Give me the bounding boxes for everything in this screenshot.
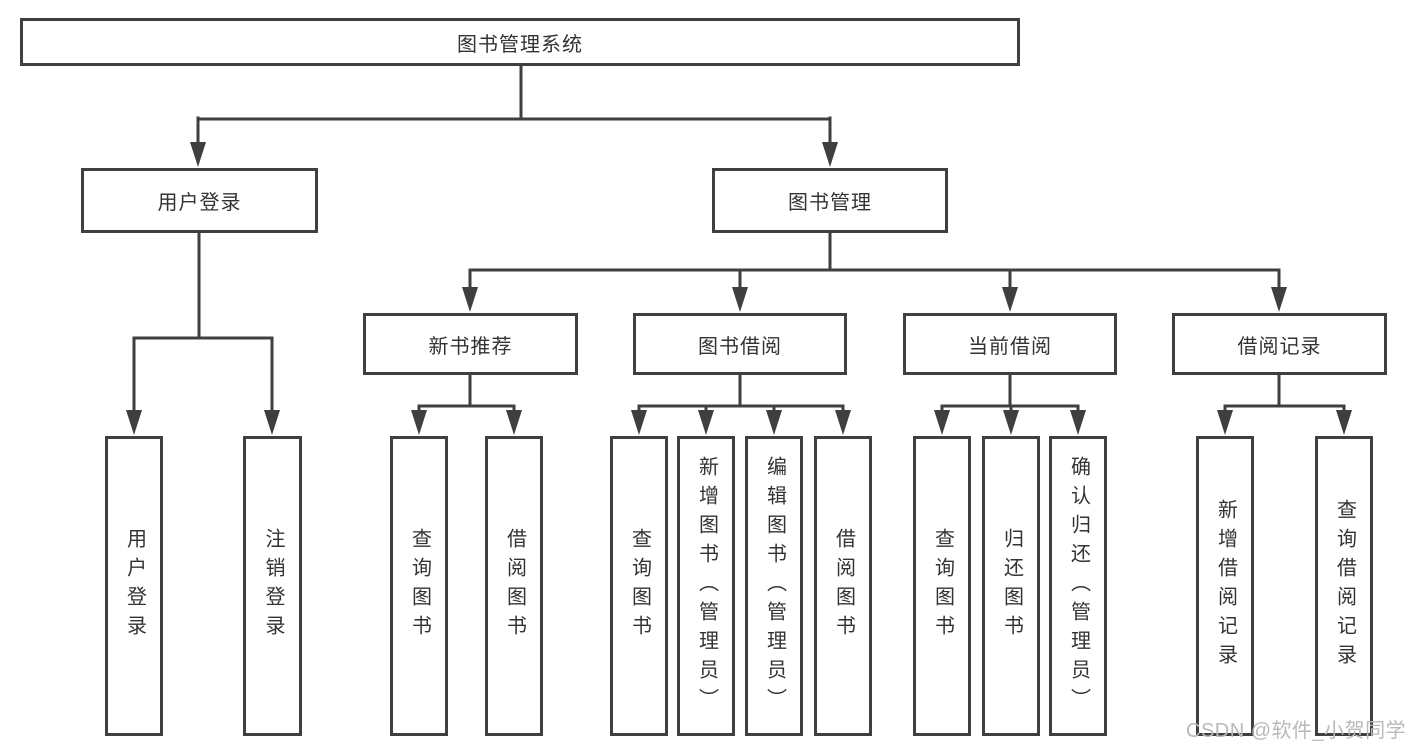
node-label: 新书推荐 (428, 335, 513, 358)
node-leaf-logout: 注销登录 (243, 436, 302, 736)
node-label: 查询图书 (628, 528, 651, 644)
node-label: 借阅图书 (832, 528, 855, 644)
node-label: 图书管理系统 (457, 33, 583, 56)
connector-borrow-records-children (1217, 373, 1352, 435)
node-label: 编辑图书（管理员） (763, 455, 786, 717)
node-label: 新增图书（管理员） (695, 455, 718, 717)
node-label: 借阅图书 (503, 528, 526, 644)
connector-new-book-children (411, 373, 522, 435)
connector-book-borrow-children (631, 373, 851, 435)
node-label: 图书管理 (788, 192, 872, 214)
node-label: 查询图书 (408, 528, 431, 644)
node-label: 查询图书 (931, 528, 954, 644)
node-leaf-query-books-1: 查询图书 (390, 436, 448, 736)
connector-book-management-children (462, 231, 1287, 312)
node-user-login: 用户登录 (81, 168, 318, 233)
watermark: CSDN @软件_小贺同学 (1186, 720, 1405, 742)
node-book-management: 图书管理 (712, 168, 948, 233)
node-label: 归还图书 (1000, 528, 1023, 644)
node-label: 注销登录 (262, 528, 284, 644)
node-new-book-recommend: 新书推荐 (363, 313, 578, 375)
node-leaf-confirm-return-admin: 确认归还（管理员） (1049, 436, 1107, 736)
node-label: 用户登录 (123, 528, 146, 644)
node-leaf-return-books: 归还图书 (982, 436, 1040, 736)
node-label: 用户登录 (157, 192, 242, 214)
node-leaf-borrow-books-1: 借阅图书 (485, 436, 543, 736)
node-label: 当前借阅 (968, 335, 1052, 358)
node-label: 图书借阅 (698, 335, 782, 358)
node-leaf-edit-books-admin: 编辑图书（管理员） (745, 436, 803, 736)
node-leaf-add-books-admin: 新增图书（管理员） (677, 436, 735, 736)
node-leaf-borrow-books-2: 借阅图书 (814, 436, 872, 736)
node-label: 借阅记录 (1237, 335, 1322, 358)
node-label: 新增借阅记录 (1214, 499, 1237, 673)
node-leaf-query-borrow-record: 查询借阅记录 (1315, 436, 1373, 736)
node-leaf-user-login: 用户登录 (105, 436, 163, 736)
connector-root-to-level2 (190, 64, 838, 167)
node-book-borrow: 图书借阅 (633, 313, 847, 375)
node-leaf-query-books-2: 查询图书 (610, 436, 668, 736)
node-label: 确认归还（管理员） (1067, 455, 1090, 717)
node-current-borrow: 当前借阅 (903, 313, 1117, 375)
node-borrow-records: 借阅记录 (1172, 313, 1387, 375)
node-leaf-add-borrow-record: 新增借阅记录 (1196, 436, 1254, 736)
connector-current-borrow-children (934, 373, 1086, 435)
node-label: 查询借阅记录 (1333, 499, 1356, 673)
connector-user-login-children (126, 231, 280, 435)
node-leaf-query-books-3: 查询图书 (913, 436, 971, 736)
node-root: 图书管理系统 (20, 18, 1020, 66)
